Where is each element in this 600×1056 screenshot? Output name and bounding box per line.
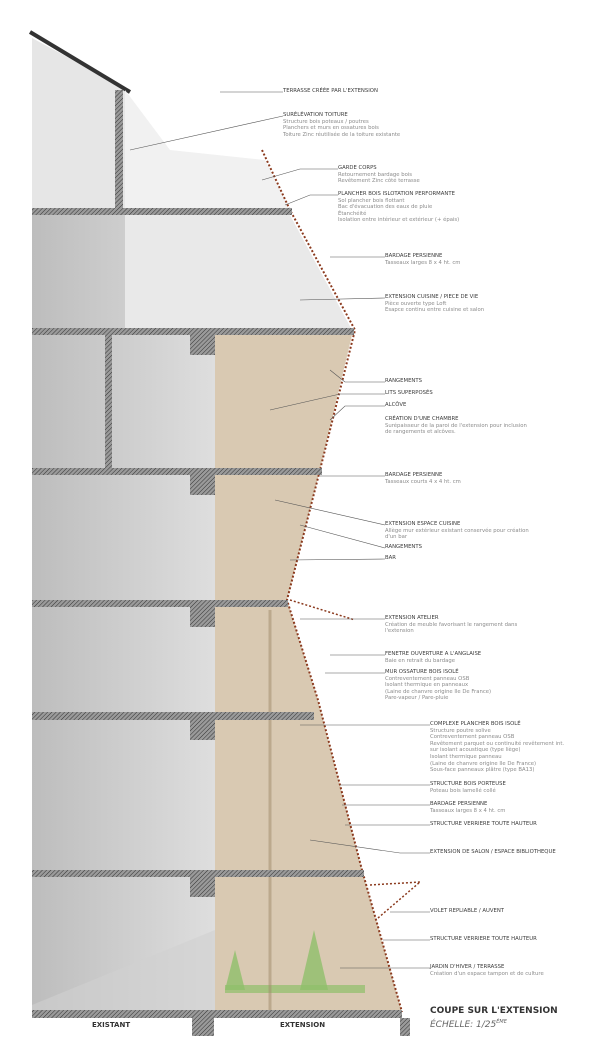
- annotation-line: de rangements et alcôves.: [385, 429, 456, 436]
- annotation-line: Esapce continu entre cuisine et salon: [385, 307, 485, 314]
- scale-value: ÉCHELLE: 1/25: [430, 1020, 497, 1030]
- annotation-atelier: Extension atelierCréation de meuble favo…: [385, 615, 517, 635]
- annotation-title: Bardage persienne: [385, 472, 443, 478]
- annotation-line: Planchers et murs en ossatures bois: [283, 125, 379, 132]
- annotation-complexe-plancher: Complexe plancher bois isoléStructure po…: [430, 721, 564, 774]
- annotation-title: Fenetre ouverture a l'anglaise: [385, 651, 482, 657]
- annotation-title: Surélévation toiture: [283, 112, 348, 118]
- drawing-title: COUPE SUR L'EXTENSION: [430, 1006, 558, 1016]
- annotation-title: Complexe plancher bois isolé: [430, 721, 521, 727]
- drawing-scale: ÉCHELLE: 1/25ÈME: [430, 1019, 507, 1030]
- annotation-line: Sous-face panneaux plâtre (type BA13): [430, 767, 535, 774]
- annotation-plancher-bois: Plancher bois islotation performanteSol …: [338, 191, 459, 224]
- annotation-line: Structure poutre solive: [430, 727, 491, 734]
- annotation-title: Extension de salon / espace bibliotheque: [430, 849, 556, 855]
- annotation-line: Toiture Zinc réutilisée de la toiture ex…: [283, 131, 401, 138]
- existing-building: [28, 30, 215, 1010]
- annotation-line: Étanchéité: [338, 210, 367, 217]
- annotation-line: Pièce ouverte type Loft: [385, 300, 447, 307]
- annotation-chambre: Création d'une chambreSurépaisseur de la…: [385, 416, 527, 436]
- annotation-line: (Laine de chanvre origine Ile De France): [430, 760, 537, 767]
- annotation-line: Isolant thermique panneau: [430, 753, 502, 760]
- annotation-line: Structure bois poteaux / poutres: [283, 118, 369, 125]
- annotation-alcove: Alcôve: [385, 402, 406, 409]
- annotation-mur-ossature: Mur ossature bois isoléContreventement p…: [385, 669, 491, 702]
- annotation-line: Contreventement panneau OSB: [385, 675, 470, 682]
- annotation-line: Création de meuble favorisant le rangeme…: [385, 621, 518, 628]
- annotation-line: Isolation entre intérieur et extérieur (…: [338, 217, 460, 224]
- annotation-line: Contreventement panneau OSB: [430, 734, 515, 741]
- annotation-surelevation: Surélévation toitureStructure bois potea…: [283, 112, 400, 138]
- annotation-title: Alcôve: [385, 402, 407, 408]
- annotation-espace-cuisine: Extension espace cuisineAllège mur extér…: [385, 521, 529, 541]
- annotation-line: Baie en retrait du bardage: [385, 657, 455, 664]
- annotation-extension-cuisine: Extension cuisine / piece de viePièce ou…: [385, 294, 484, 314]
- annotation-title: Mur ossature bois isolé: [385, 669, 459, 675]
- annotation-line: Revêtement parquet ou continuité revêtem…: [430, 740, 565, 747]
- annotation-bar: Bar: [385, 555, 396, 562]
- annotation-title: Garde corps: [338, 165, 377, 171]
- annotation-lits: Lits superposés: [385, 390, 433, 397]
- annotation-line: Pare-vapeur / Pare-pluie: [385, 695, 449, 702]
- annotation-line: Tasseaux larges 8 x 4 ht. cm: [430, 807, 506, 814]
- annotation-rangements-2: Rangements: [385, 544, 422, 551]
- annotation-title: Extension espace cuisine: [385, 521, 461, 527]
- annotation-bardage-1: Bardage persienneTasseaux larges 8 x 4 h…: [385, 253, 460, 266]
- annotation-line: Retournement bardage bois: [338, 171, 413, 178]
- annotation-line: l'extension: [385, 628, 414, 635]
- annotation-line: Allège mur extérieur existant conservée …: [385, 527, 529, 534]
- annotation-verriere-2: Structure verriere toute hauteur: [430, 936, 537, 943]
- annotation-title: Rangements: [385, 378, 422, 384]
- annotation-title: Extension cuisine / piece de vie: [385, 294, 479, 300]
- annotation-line: Revêtement Zinc côté terrasse: [338, 178, 420, 185]
- annotation-line: sur isolant acoustique (type liège): [430, 747, 521, 754]
- annotation-line: (Laine de chanvre origine Ile De France): [385, 688, 492, 695]
- annotation-title: Structure verriere toute hauteur: [430, 936, 537, 942]
- annotation-salon: Extension de salon / espace bibliotheque: [430, 849, 556, 856]
- annotation-bardage-3: Bardage persienneTasseaux larges 8 x 4 h…: [430, 801, 505, 814]
- annotation-title: Lits superposés: [385, 390, 433, 396]
- annotation-volet: Volet repliable / auvent: [430, 908, 504, 915]
- annotation-title: Structure verriere toute hauteur: [430, 821, 537, 827]
- annotation-title: Extension atelier: [385, 615, 439, 621]
- annotation-title: Bardage persienne: [430, 801, 488, 807]
- annotation-line: Tasseaux courts 4 x 4 ht. cm: [385, 478, 461, 485]
- annotation-title: Jardin d'hiver / terrasse: [430, 964, 505, 970]
- zone-label-existing: EXISTANT: [92, 1021, 131, 1029]
- extension: [125, 90, 421, 1013]
- annotation-title: Création d'une chambre: [385, 416, 459, 422]
- annotation-jardin: Jardin d'hiver / terrasseCréation d'un e…: [430, 964, 544, 977]
- annotation-line: Tasseaux larges 8 x 4 ht. cm: [385, 259, 461, 266]
- floor-slabs: [32, 90, 410, 1036]
- annotation-title: Structure bois porteuse: [430, 781, 506, 787]
- annotation-title: Terrasse créée par l'extension: [283, 88, 378, 94]
- annotation-terrasse: Terrasse créée par l'extension: [283, 88, 378, 95]
- annotation-garde-corps: Garde corpsRetournement bardage boisRevê…: [338, 165, 420, 185]
- annotation-title: Volet repliable / auvent: [430, 908, 505, 914]
- annotation-line: Création d'un espace tampon et de cultur…: [430, 970, 544, 977]
- annotation-line: Isolant thermique en panneaux: [385, 682, 469, 689]
- annotation-bardage-2: Bardage persienneTasseaux courts 4 x 4 h…: [385, 472, 461, 485]
- leader-lines: [129, 91, 430, 969]
- annotation-verriere-1: Structure verriere toute hauteur: [430, 821, 537, 828]
- annotation-fenetre: Fenetre ouverture a l'anglaiseBaie en re…: [385, 651, 481, 664]
- annotation-line: d'un bar: [385, 534, 408, 541]
- annotation-title: Bardage persienne: [385, 253, 443, 259]
- annotation-title: Rangements: [385, 544, 422, 550]
- annotation-title: Bar: [385, 555, 396, 561]
- annotation-structure-bois: Structure bois porteusePoteau bois lamel…: [430, 781, 506, 794]
- annotation-title: Plancher bois islotation performante: [338, 191, 455, 197]
- annotation-line: Poteau bois lamellé collé: [430, 787, 496, 794]
- zone-label-extension: EXTENSION: [280, 1021, 326, 1029]
- annotation-line: Sol plancher bois flottant: [338, 197, 405, 204]
- annotation-line: Bac d'évacuation des eaux de pluie: [338, 204, 433, 211]
- scale-suffix: ÈME: [496, 1019, 507, 1025]
- annotation-line: Surépaisseur de la paroi de l'extension …: [385, 422, 527, 429]
- annotation-rangements-1: Rangements: [385, 378, 422, 385]
